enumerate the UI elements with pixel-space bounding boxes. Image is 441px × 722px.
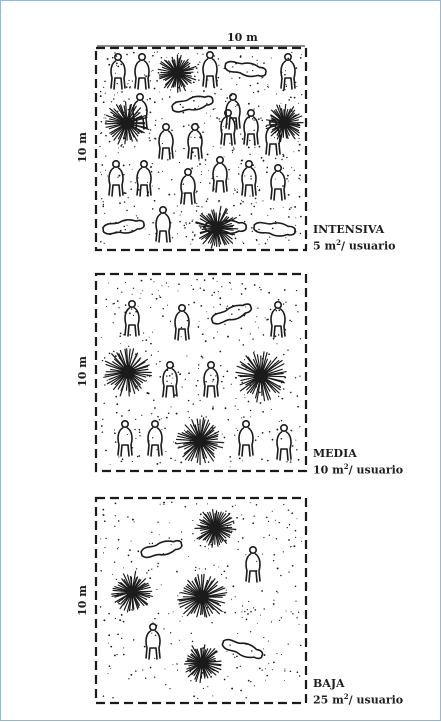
media-panel (96, 274, 306, 471)
baja-panel (96, 498, 306, 703)
standing-person-icon (146, 624, 160, 659)
standing-person-icon (137, 161, 151, 196)
tree-icon (266, 105, 303, 142)
standing-person-icon (242, 161, 256, 196)
standing-person-icon (175, 305, 189, 340)
standing-person-icon (163, 362, 177, 397)
media-area-unit: / usuario (349, 464, 403, 477)
standing-person-icon (203, 52, 217, 87)
standing-person-icon (181, 169, 195, 204)
tree-icon (176, 418, 224, 465)
baja-area-value: 25 m (313, 694, 344, 707)
intensiva-area-unit: / usuario (341, 240, 395, 253)
baja-side-label: 10 m (76, 585, 89, 616)
media-area-value: 10 m (313, 464, 344, 477)
baja-area: 25 m2/ usuario (313, 691, 403, 707)
standing-person-icon (148, 421, 162, 456)
tree-icon (104, 349, 152, 396)
standing-person-icon (135, 54, 149, 89)
tree-icon (178, 574, 227, 617)
baja-area-unit: / usuario (349, 694, 403, 707)
lying-person-icon (221, 637, 264, 662)
intensiva-density-name: INTENSIVA (313, 224, 384, 236)
top-dimension-label: 10 m (227, 32, 258, 44)
standing-person-icon (271, 165, 285, 200)
standing-person-icon (226, 94, 240, 129)
intensiva-area-value: 5 m (313, 240, 336, 253)
standing-person-icon (125, 301, 139, 336)
media-side-label: 10 m (76, 356, 89, 387)
lying-person-icon (253, 220, 295, 237)
lying-person-icon (140, 538, 183, 561)
intensiva-panel (96, 48, 306, 250)
tree-icon (185, 645, 222, 683)
standing-person-icon (213, 157, 227, 192)
lying-person-icon (224, 59, 267, 79)
standing-person-icon (111, 54, 125, 89)
tree-icon (196, 206, 238, 248)
baja-density-name: BAJA (313, 678, 345, 690)
tree-icon (236, 352, 286, 402)
standing-person-icon (239, 421, 253, 456)
intensiva-side-label: 10 m (76, 132, 89, 163)
standing-person-icon (221, 110, 235, 145)
tree-icon (195, 510, 236, 548)
standing-person-icon (277, 425, 291, 460)
standing-person-icon (188, 124, 202, 159)
tree-icon (112, 571, 153, 611)
standing-person-icon (204, 362, 218, 397)
standing-person-icon (244, 110, 258, 145)
tree-icon (105, 102, 149, 144)
tree-icon (158, 55, 196, 92)
standing-person-icon (271, 302, 285, 337)
standing-person-icon (118, 421, 132, 456)
intensiva-area: 5 m2/ usuario (313, 237, 395, 253)
standing-person-icon (246, 547, 260, 582)
standing-person-icon (109, 161, 123, 196)
lying-person-icon (102, 218, 145, 237)
media-area: 10 m2/ usuario (313, 461, 403, 477)
media-density-name: MEDIA (313, 448, 357, 460)
